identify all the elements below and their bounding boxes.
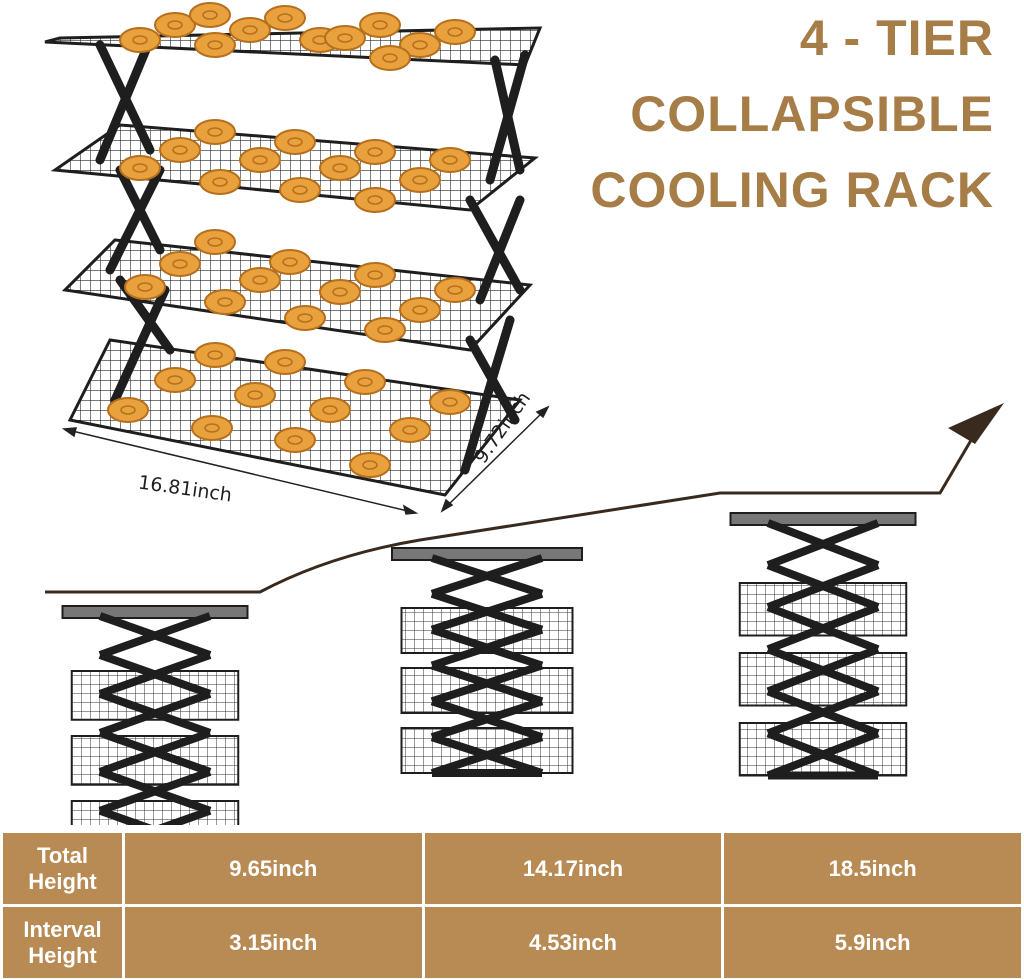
- dimension-arrows: [61, 405, 550, 515]
- table-row: Total Height 9.65inch 14.17inch 18.5inch: [0, 830, 1024, 907]
- stage-tall-rack: [729, 512, 917, 780]
- stage-short-rack: [61, 605, 249, 825]
- interval-height-tall: 5.9inch: [721, 904, 1024, 979]
- title-line-1: 4 - TIER: [799, 10, 994, 66]
- arrow-icon: [45, 403, 1004, 594]
- hero-rack-illustration: [44, 2, 550, 515]
- stage-medium-rack: [391, 547, 583, 777]
- interval-height-medium: 4.53inch: [421, 904, 725, 979]
- product-title: 4 - TIER COLLAPSIBLE COOLING RACK: [524, 0, 994, 228]
- total-height-medium: 14.17inch: [421, 830, 725, 907]
- title-line-2: COLLAPSIBLE: [630, 86, 994, 142]
- table-row: Interval Height 3.15inch 4.53inch 5.9inc…: [0, 904, 1024, 979]
- total-height-tall: 18.5inch: [721, 830, 1024, 907]
- total-height-short: 9.65inch: [122, 830, 425, 907]
- row-label-total-height: Total Height: [0, 830, 125, 907]
- row-label-interval-height: Interval Height: [0, 904, 125, 979]
- interval-height-short: 3.15inch: [122, 904, 425, 979]
- height-spec-table: Total Height 9.65inch 14.17inch 18.5inch…: [0, 830, 1024, 979]
- height-stages-illustration: [45, 403, 1004, 825]
- title-line-3: COOLING RACK: [590, 162, 994, 218]
